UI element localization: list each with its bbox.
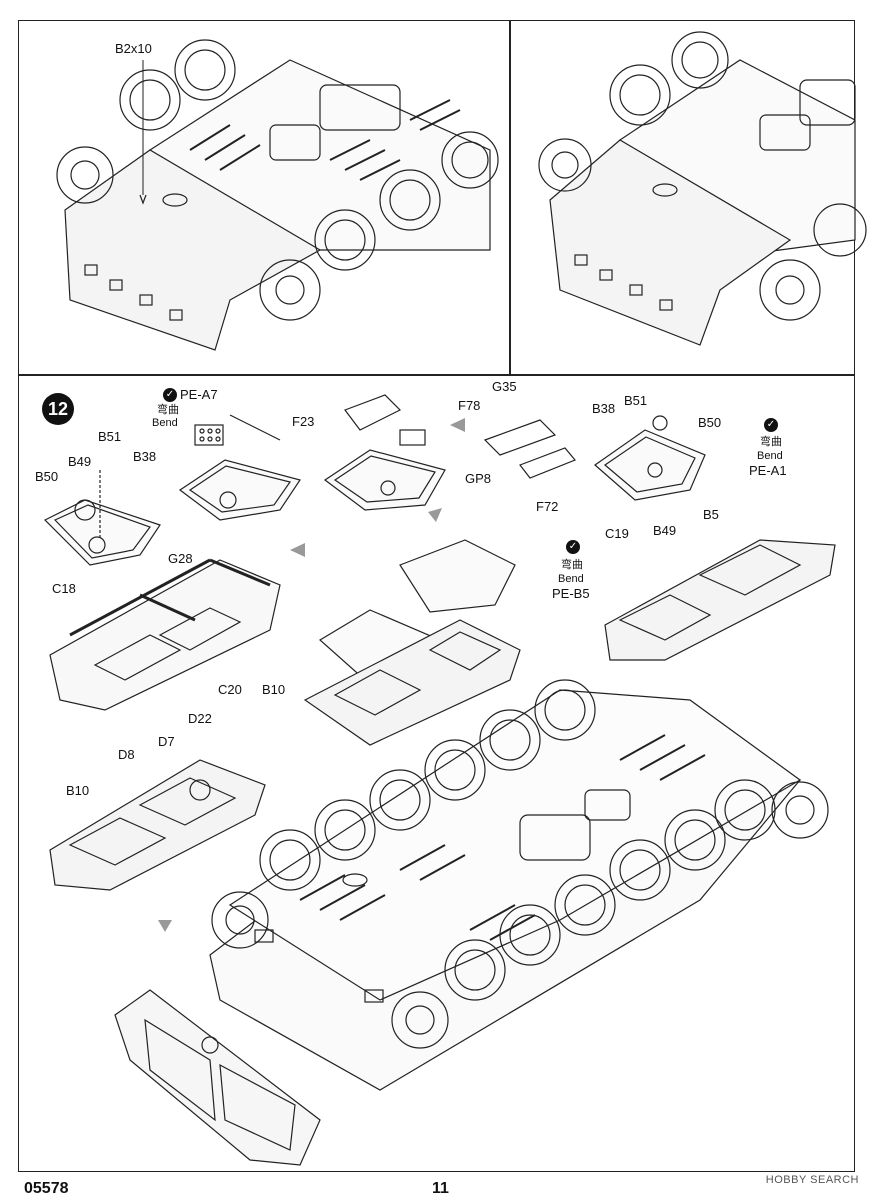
label-d7: D7 — [158, 734, 175, 749]
label-f78: F78 — [458, 398, 481, 413]
label-gp8: GP8 — [465, 471, 492, 486]
centre-hatch-frame — [303, 539, 521, 746]
parts-g35-f72 — [483, 419, 576, 479]
hatch-c18 — [43, 470, 161, 566]
step-number-badge: 12 — [42, 393, 74, 425]
page-number: 11 — [432, 1180, 449, 1197]
label-g28: G28 — [168, 551, 193, 566]
direction-arrows — [158, 418, 465, 932]
hatch-c19 — [594, 415, 706, 501]
label-b5: B5 — [703, 507, 719, 522]
label-b51-left: B51 — [98, 429, 122, 444]
label-bend-en-3: Bend — [558, 573, 584, 585]
rear-plate — [114, 989, 321, 1166]
label-f23: F23 — [292, 414, 315, 429]
hatch-d22 — [49, 759, 266, 891]
label-d8: D8 — [118, 747, 135, 762]
main-hull — [209, 679, 829, 1091]
label-b10-lower: B10 — [66, 783, 90, 798]
label-c18: C18 — [52, 581, 76, 596]
label-pe-b5: PE-B5 — [552, 586, 590, 601]
label-pe-a7: PE-A7 — [180, 387, 218, 402]
label-b50-left: B50 — [35, 469, 59, 484]
check-icon: ✓ — [566, 540, 580, 554]
hatch-pe-b5 — [604, 539, 836, 661]
label-c20: C20 — [218, 682, 242, 697]
label-bend-en-1: Bend — [152, 417, 178, 429]
top-right-hull — [538, 31, 867, 346]
frame-c20-g28 — [49, 558, 281, 711]
watermark: HOBBY SEARCH — [765, 1174, 859, 1186]
product-code: 05578 — [24, 1180, 69, 1197]
label-g35: G35 — [492, 379, 517, 394]
label-b50-right: B50 — [698, 415, 722, 430]
label-b51-right: B51 — [624, 393, 648, 408]
label-bend-zh-2: 弯曲 — [760, 436, 782, 448]
check-icon: ✓ — [764, 418, 778, 432]
hatch-pe-a7 — [178, 414, 301, 521]
label-b38-left: B38 — [133, 449, 157, 464]
label-pe-a1: PE-A1 — [749, 463, 787, 478]
label-f72: F72 — [536, 499, 559, 514]
label-c19: C19 — [605, 526, 629, 541]
label-bend-en-2: Bend — [757, 450, 783, 462]
label-bend-zh-1: 弯曲 — [157, 404, 179, 416]
label-b38-right: B38 — [592, 401, 616, 416]
label-b10-upper: B10 — [262, 682, 286, 697]
label-bend-zh-3: 弯曲 — [561, 559, 583, 571]
label-b49-right: B49 — [653, 523, 677, 538]
hatch-f78-gp8 — [323, 394, 446, 511]
label-b49-left: B49 — [68, 454, 92, 469]
label-d22: D22 — [188, 711, 212, 726]
top-left-hull — [56, 39, 499, 351]
label-b2x10: B2x10 — [115, 41, 152, 56]
check-icon: ✓ — [163, 388, 177, 402]
